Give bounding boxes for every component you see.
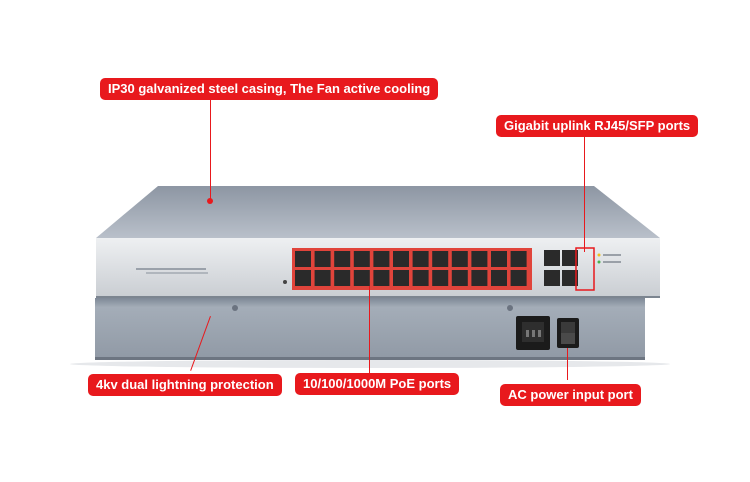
callout-lightning: 4kv dual lightning protection <box>88 374 282 396</box>
poe-port <box>314 251 331 267</box>
poe-port <box>510 251 527 267</box>
poe-port <box>412 270 429 286</box>
poe-port <box>373 251 390 267</box>
top-casing <box>96 186 660 238</box>
poe-port <box>334 270 351 286</box>
screw-right <box>507 305 513 311</box>
poe-port <box>491 251 507 267</box>
poe-port <box>432 251 449 267</box>
poe-port <box>373 270 390 286</box>
poe-port <box>412 251 429 267</box>
screw-left <box>232 305 238 311</box>
callout-casing: IP30 galvanized steel casing, The Fan ac… <box>100 78 439 100</box>
leader-power <box>567 348 568 380</box>
poe-port <box>393 270 409 286</box>
poe-port <box>451 251 468 267</box>
poe-port <box>295 270 311 286</box>
poe-port <box>432 270 449 286</box>
leader-dot-casing <box>207 198 213 204</box>
callout-poe: 10/100/1000M PoE ports <box>295 373 460 395</box>
poe-port-block <box>292 248 532 290</box>
poe-port <box>393 251 409 267</box>
rear-chassis <box>95 298 645 360</box>
uplink-port-block <box>544 247 621 291</box>
poe-port <box>510 270 527 286</box>
leader-uplink <box>584 134 585 252</box>
leader-casing <box>210 96 211 200</box>
callout-power: AC power input port <box>500 384 641 406</box>
poe-port <box>471 270 488 286</box>
callout-uplink: Gigabit uplink RJ45/SFP ports <box>496 115 699 137</box>
poe-port <box>295 251 311 267</box>
poe-port <box>353 270 370 286</box>
poe-port <box>314 270 331 286</box>
poe-port <box>471 251 488 267</box>
poe-port <box>334 251 351 267</box>
poe-port <box>491 270 507 286</box>
poe-port <box>353 251 370 267</box>
leader-poe <box>369 286 370 374</box>
poe-port <box>451 270 468 286</box>
